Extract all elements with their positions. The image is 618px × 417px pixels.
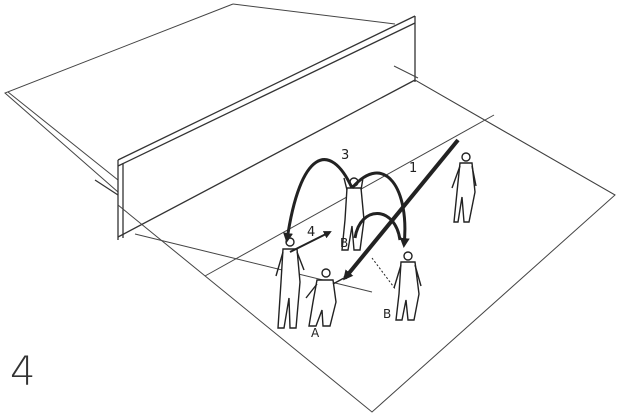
far-court-side-line-inner: [7, 91, 119, 181]
pass-paths: [283, 138, 460, 291]
player-back-right: [451, 152, 477, 223]
figure-number: 4: [10, 349, 36, 395]
player-b-front-label: B: [340, 236, 348, 250]
net: [94, 15, 416, 240]
far-court: [4, 3, 396, 193]
pass-3-arc-left: [283, 158, 354, 243]
far-court-outline: [4, 3, 234, 193]
net-cable-left: [94, 179, 119, 196]
pass-2-arc: [353, 212, 402, 241]
near-court-right-sideline: [414, 79, 616, 196]
player-left-front: [275, 237, 305, 329]
player-head: [321, 268, 331, 278]
player-b-right: [393, 251, 422, 321]
player-body: [341, 187, 365, 251]
net-bottom-band: [117, 79, 416, 238]
near-court-left-sideline-start: [134, 233, 373, 293]
pass-4-path: [289, 231, 332, 253]
pass-3-label: 3: [341, 148, 349, 163]
pass-1-label: 1: [409, 161, 417, 176]
net-top-band: [117, 15, 416, 161]
pass-3-arc-right: [350, 171, 410, 248]
player-b-right-label: B: [383, 307, 391, 321]
player-body: [395, 261, 420, 321]
movement-b-path: [371, 257, 397, 291]
player-body: [453, 162, 476, 223]
far-court-back-line: [232, 3, 396, 25]
pass-4-label: 4: [307, 225, 315, 240]
net-right-court-join: [393, 65, 419, 79]
player-a-label: A: [311, 326, 320, 340]
player-body: [277, 248, 301, 329]
player-body: [308, 279, 337, 327]
player-a: [305, 268, 345, 327]
net-top-band-lower: [117, 22, 416, 167]
pass-1-path: [343, 138, 460, 281]
player-head: [461, 152, 471, 162]
near-court: [117, 65, 616, 413]
player-head: [403, 251, 413, 261]
